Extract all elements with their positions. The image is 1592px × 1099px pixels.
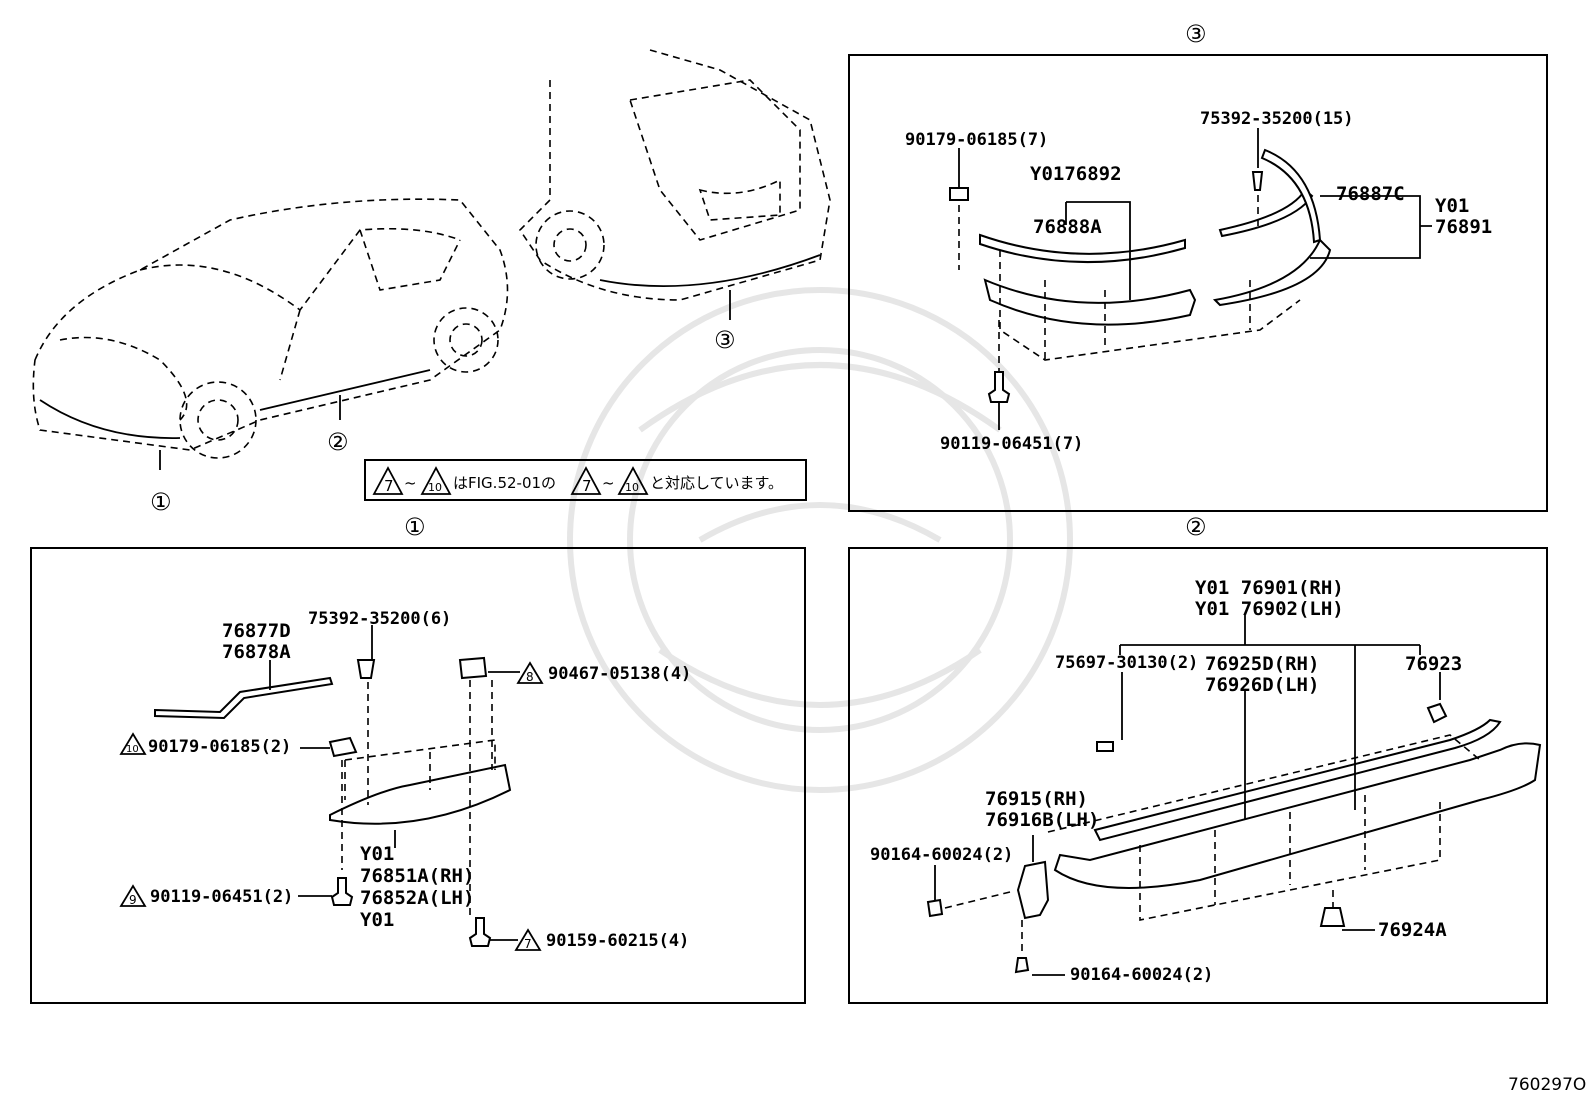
side-rocker-panel (1053, 742, 1542, 889)
side-molding (1093, 718, 1502, 842)
side-bracket (1016, 860, 1050, 920)
rear-clip-icon (1251, 171, 1264, 191)
label-front-retainer: 90179-06185(2) (148, 737, 291, 757)
label-side-76923: 76923 (1405, 653, 1462, 675)
label-side-rh-top: Y01 76901(RH) (1195, 577, 1344, 599)
note-symbol-a2: 7 (582, 477, 592, 495)
panel-front-frame (30, 547, 806, 1004)
label-front-spoiler-rh: 76851A(RH) (360, 865, 474, 887)
note-tilde: ~ (404, 474, 417, 492)
label-rear-spoiler: 76891 (1435, 216, 1492, 238)
rear-retainer-icon (949, 187, 969, 201)
rear-spoiler-right (1212, 238, 1332, 307)
front-retainer-icon (328, 736, 358, 758)
rear-molding (979, 233, 1186, 264)
front-spoiler (329, 763, 512, 825)
side-nut-icon (1319, 907, 1346, 927)
label-rear-molding: 76888A (1033, 216, 1102, 238)
rear-bolt-icon (987, 371, 1011, 403)
label-side-lh-top: Y01 76902(LH) (1195, 598, 1344, 620)
label-rear-retainer: 90179-06185(7) (905, 130, 1048, 150)
label-front-y01-bottom: Y01 (360, 909, 394, 931)
callout-2-overview: ② (327, 428, 349, 456)
label-rear-y01: Y01 (1435, 195, 1469, 217)
rear-vehicle-drawing (518, 49, 831, 320)
tag-front-bolt: 9 (129, 893, 137, 907)
front-screw-icon (468, 917, 492, 947)
side-screw-bottom-icon (1014, 957, 1030, 974)
label-front-spoiler-1: 76877D (222, 620, 291, 642)
rear-spoiler-left (983, 278, 1197, 326)
label-front-screw: 90159-60215(4) (546, 931, 689, 951)
reference-note: 7 ~ 10 はFIG.52-01の 7 ~ 10 と対応しています。 (364, 459, 807, 501)
panel-rear-parts (949, 128, 1432, 430)
callout-1-panel-title: ① (404, 513, 426, 541)
figure-number: 760297O (1508, 1075, 1586, 1095)
note-text-2: と対応しています。 (650, 474, 783, 492)
label-side-bracket-lh: 76916B(LH) (985, 809, 1099, 831)
label-rear-clip: 75392-35200(15) (1200, 109, 1354, 129)
label-rear-bolt: 90119-06451(7) (940, 434, 1083, 454)
front-clip-icon (356, 659, 376, 679)
side-screw-left-icon (926, 898, 944, 918)
note-symbol-a: 7 (384, 477, 394, 495)
label-front-spoiler-2: 76878A (222, 641, 291, 663)
label-side-molding-lh: 76926D(LH) (1205, 674, 1319, 696)
callout-3-overview: ③ (714, 326, 736, 354)
label-rear-molding-c: 76887C (1336, 183, 1405, 205)
note-text: はFIG.52-01の (453, 474, 556, 492)
watermark-emblem (567, 287, 1073, 793)
front-nut-clip-icon (458, 656, 488, 680)
tag-front-screw: 7 (524, 937, 532, 951)
label-front-nut-clip: 90467-05138(4) (548, 664, 691, 684)
label-front-spoiler-lh: 76852A(LH) (360, 887, 474, 909)
callout-3-panel-title: ③ (1185, 20, 1207, 48)
callout-2-panel-title: ② (1185, 513, 1207, 541)
panel-side-frame (848, 547, 1548, 1004)
note-tilde2: ~ (602, 474, 615, 492)
front-vehicle-drawing (32, 198, 509, 470)
label-side-screw-left: 90164-60024(2) (870, 845, 1013, 865)
callout-1-overview: ① (150, 488, 172, 516)
side-clip-icon (1096, 741, 1114, 752)
label-front-clip: 75392-35200(6) (308, 609, 451, 629)
front-bolt-icon (330, 877, 354, 906)
label-front-y01-top: Y01 (360, 843, 394, 865)
label-front-bolt: 90119-06451(2) (150, 887, 293, 907)
rear-molding-c (1218, 188, 1314, 238)
label-side-bracket-rh: 76915(RH) (985, 788, 1088, 810)
front-molding (154, 676, 334, 720)
label-side-clip: 75697-30130(2) (1055, 653, 1198, 673)
panel-front-parts (154, 625, 520, 947)
panel-side-parts (926, 615, 1542, 976)
label-rear-y-part: Y0176892 (1030, 163, 1122, 185)
label-side-screw-bottom: 90164-60024(2) (1070, 965, 1213, 985)
note-symbol-b2: 10 (625, 481, 639, 494)
note-symbol-b: 10 (428, 481, 442, 494)
label-side-molding-rh: 76925D(RH) (1205, 653, 1319, 675)
side-76923-icon (1426, 702, 1448, 724)
tag-front-nut-clip: 8 (526, 670, 534, 684)
label-side-nut: 76924A (1378, 919, 1447, 941)
rear-molding-arc (1260, 148, 1322, 244)
panel-rear-frame (848, 54, 1548, 512)
tag-front-retainer: 10 (126, 744, 139, 755)
